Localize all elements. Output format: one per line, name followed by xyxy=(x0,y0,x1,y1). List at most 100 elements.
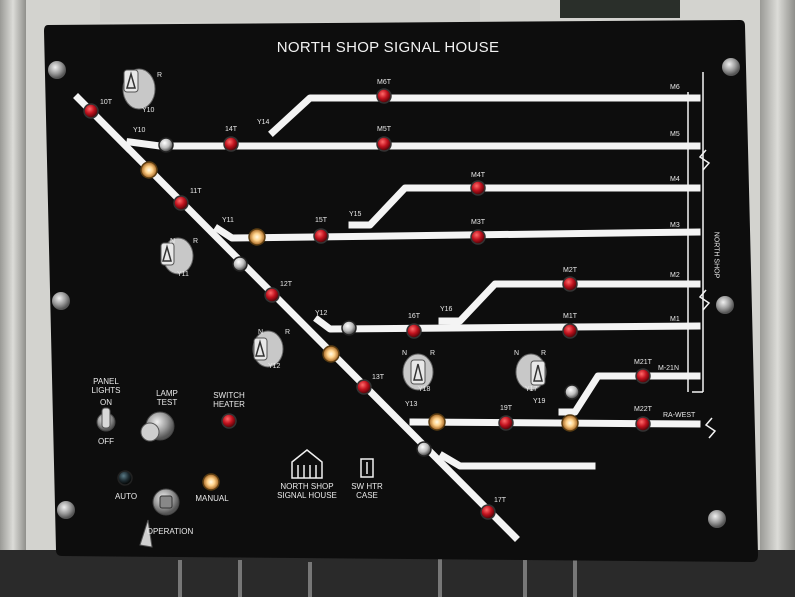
lamp-19t xyxy=(498,415,514,431)
lever-y10 xyxy=(122,68,156,110)
lamp-y19-lit xyxy=(561,414,579,432)
panel-lights-label: PANEL LIGHTS xyxy=(91,377,121,395)
panel-lights-off-label: OFF xyxy=(98,437,114,446)
circuit-label-16t: 16T xyxy=(407,313,421,320)
mounting-nuts xyxy=(48,58,740,528)
lever-y12-reverse: R xyxy=(285,329,291,336)
lever-y17 xyxy=(515,353,547,391)
lamp-m5t xyxy=(376,136,392,152)
signal-house-icon xyxy=(291,449,323,479)
lever-y12-normal: N xyxy=(258,329,264,336)
lamp-y10-lit xyxy=(140,161,158,179)
switch-label-y15: Y15 xyxy=(349,211,362,218)
circuit-label-m4t: M4T xyxy=(471,172,485,179)
lever-y17-reverse: R xyxy=(541,350,547,357)
switch-label-y19: Y19 xyxy=(533,398,546,405)
circuit-label-15t: 15T xyxy=(314,217,328,224)
lamp-m2t xyxy=(562,276,578,292)
circuit-label-13t: 13T xyxy=(372,374,385,381)
legend-case-label: SW HTR CASE xyxy=(351,482,383,500)
circuit-label-10t: 10T xyxy=(100,99,113,106)
lever-y18-reverse: R xyxy=(430,350,436,357)
lamp-y12-white xyxy=(341,320,357,336)
lever-y11 xyxy=(160,237,194,275)
legend-signal-house-label: NORTH SHOP SIGNAL HOUSE xyxy=(277,482,337,500)
case-icon xyxy=(360,458,374,478)
track-spur xyxy=(438,451,596,470)
circuit-label-11t: 11T xyxy=(190,188,202,195)
lamp-12t xyxy=(264,287,280,303)
operation-keyswitch xyxy=(139,488,180,548)
lamp-11t xyxy=(173,195,189,211)
wiring-top xyxy=(560,0,680,18)
lever-label-y10: Y10 xyxy=(142,107,155,114)
lever-label-y11: Y11 xyxy=(177,271,189,278)
lamp-14t xyxy=(223,136,239,152)
switch-label-y13: Y13 xyxy=(405,401,418,408)
track-label-m6: M6 xyxy=(670,84,680,91)
lever-label-y12: Y12 xyxy=(268,363,281,370)
circuit-label-m5t: M5T xyxy=(377,126,391,133)
manual-label: MANUAL xyxy=(195,494,229,503)
track-label-ra-west: RA-WEST xyxy=(663,412,696,419)
track-m6 xyxy=(268,94,701,137)
track-ra-west xyxy=(409,418,701,428)
switch-label-y11: Y11 xyxy=(222,217,234,224)
circuit-label-17t: 17T xyxy=(494,497,507,504)
lamp-test-label: LAMP TEST xyxy=(156,389,178,407)
track-label-m21n: M-21N xyxy=(658,365,680,372)
lever-y11-normal: N xyxy=(170,238,176,245)
lever-y17-normal: N xyxy=(514,350,520,357)
lamp-m21t xyxy=(635,368,651,384)
lamp-10t xyxy=(83,103,99,119)
lamp-test-button xyxy=(140,411,175,442)
auto-label: AUTO xyxy=(114,492,138,501)
circuit-label-19t: 19T xyxy=(499,405,513,412)
lamp-y10-white xyxy=(158,137,174,153)
lamp-17t xyxy=(480,504,496,520)
lever-label-y17: Y17 xyxy=(525,386,538,393)
left-rail xyxy=(0,0,26,597)
lever-y18 xyxy=(402,353,434,391)
lamp-switch-heater xyxy=(221,413,237,429)
circuit-label-m22t: M22T xyxy=(634,406,652,413)
circuit-label-m3t: M3T xyxy=(471,219,485,226)
lamp-m3t xyxy=(470,229,486,245)
track-label-m1: M1 xyxy=(670,316,680,323)
circuit-label-m6t: M6T xyxy=(377,79,391,86)
track-m5 xyxy=(126,138,701,150)
track-m3 xyxy=(213,224,701,242)
lamp-auto xyxy=(117,470,133,486)
track-label-m2: M2 xyxy=(670,272,680,279)
lever-label-y18: Y18 xyxy=(418,386,431,393)
indication-lamps xyxy=(83,88,651,520)
circuit-label-m2t: M2T xyxy=(563,267,577,274)
lamp-m6t xyxy=(376,88,392,104)
circuit-label-12t: 12T xyxy=(280,281,293,288)
lamp-13t xyxy=(356,379,372,395)
lamp-m22t xyxy=(635,416,651,432)
lamp-y13-white xyxy=(416,441,432,457)
switch-label-y12: Y12 xyxy=(315,310,328,317)
lever-y11-reverse: R xyxy=(193,238,199,245)
lamp-16t xyxy=(406,323,422,339)
track-m4 xyxy=(348,184,701,229)
lamp-y19-white xyxy=(564,384,580,400)
right-rail xyxy=(760,0,795,597)
panel-title: NORTH SHOP SIGNAL HOUSE xyxy=(276,39,500,56)
lever-y10-reverse: R xyxy=(157,72,163,79)
switch-label-y14: Y14 xyxy=(257,119,270,126)
lamp-y11-white xyxy=(232,256,248,272)
lever-y18-normal: N xyxy=(402,350,408,357)
panel-lights-on-label: ON xyxy=(100,398,112,407)
lamp-m4t xyxy=(470,180,486,196)
track-m2 xyxy=(438,280,701,325)
lamp-manual-lit xyxy=(202,473,220,491)
circuit-label-14t: 14T xyxy=(224,126,238,133)
switch-label-y10: Y10 xyxy=(133,127,146,134)
operation-label: OPERATION xyxy=(146,527,194,536)
track-label-m4: M4 xyxy=(670,176,680,183)
panel-controls xyxy=(96,407,180,548)
switch-label-y16: Y16 xyxy=(440,306,453,313)
